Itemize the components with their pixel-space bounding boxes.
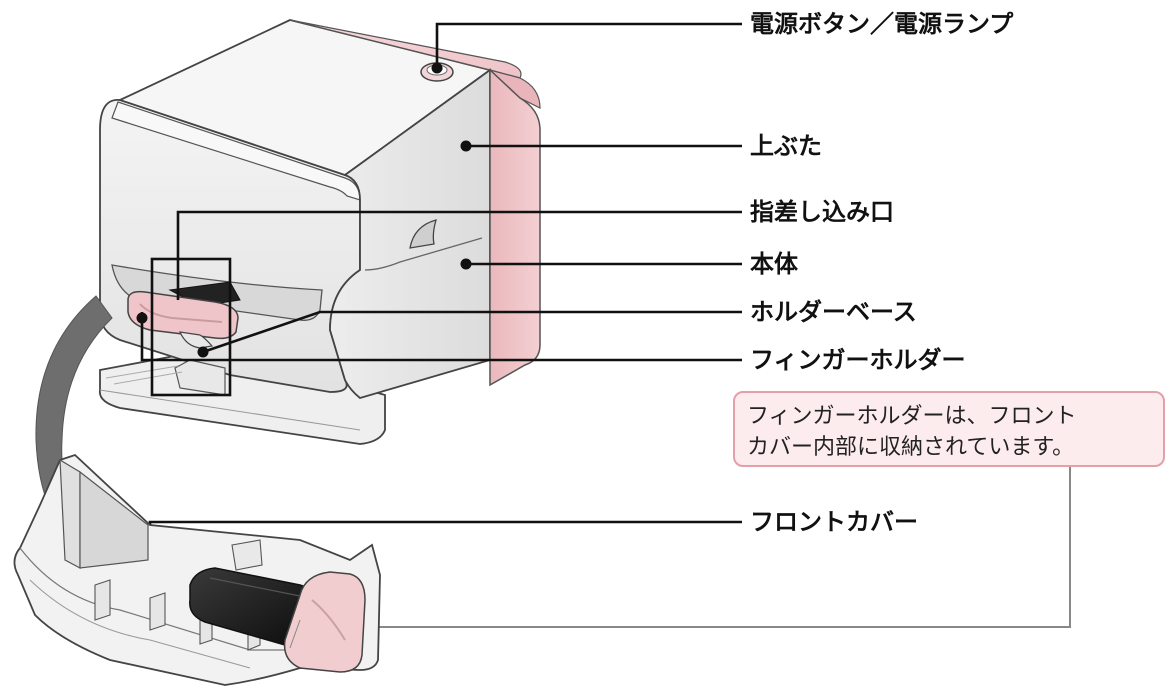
label-finger-holder: フィンガーホルダー [750, 346, 966, 374]
finger-slot-bracket [176, 210, 742, 300]
front-cover [13, 453, 381, 686]
label-power-button: 電源ボタン／電源ランプ [750, 10, 1014, 38]
label-holder-base: ホルダーベース [750, 298, 917, 326]
highlight-box-inner [140, 312, 742, 362]
pink-side [489, 68, 541, 387]
label-main-body: 本体 [750, 250, 798, 278]
top-cover-lip [111, 101, 361, 201]
storage-note-line2: カバー内部に収納されています。 [747, 435, 1075, 460]
highlight-box-outer [150, 257, 232, 397]
label-finger-slot: 指差し込み口 [750, 198, 894, 226]
side-handle [409, 219, 437, 249]
base-tray [98, 354, 386, 445]
holder-base-pink [127, 290, 239, 340]
note-connector [312, 467, 1071, 628]
side-panel [329, 68, 491, 399]
storage-note: フィンガーホルダーは、フロント カバー内部に収納されています。 [733, 391, 1165, 467]
label-front-cover: フロントカバー [750, 508, 918, 536]
stored-finger-holder [283, 571, 366, 673]
label-top-cover: 上ぶた [750, 132, 822, 160]
main-unit [98, 19, 541, 445]
storage-note-line1: フィンガーホルダーは、フロント [747, 404, 1077, 429]
